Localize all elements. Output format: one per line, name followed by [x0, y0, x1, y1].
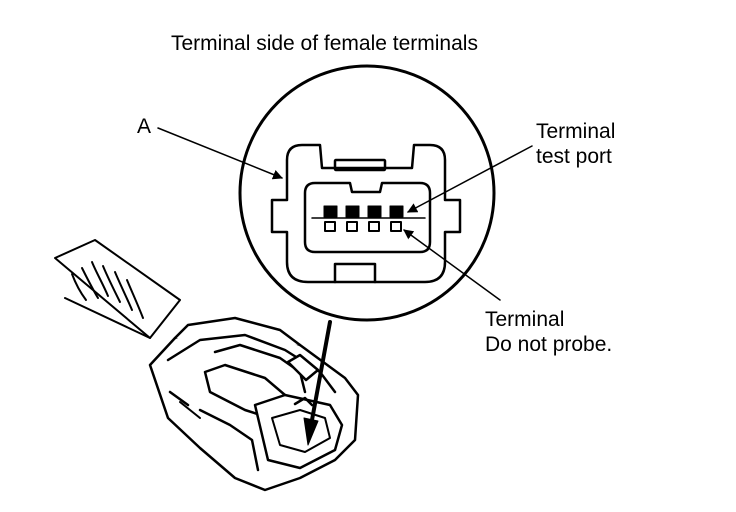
female-terminal-row — [324, 221, 402, 232]
test-port-label-line1: Terminal — [536, 120, 616, 143]
connector-body — [148, 316, 360, 492]
connector-face — [270, 143, 462, 284]
test-port-label-line2: test port — [536, 145, 612, 168]
do-not-probe-label-line1: Terminal — [485, 308, 565, 331]
diagram-title: Terminal side of female terminals — [171, 32, 478, 55]
wire-harness — [54, 239, 181, 339]
do-not-probe-label-line2: Do not probe. — [485, 333, 613, 356]
view-direction-arrow — [303, 320, 332, 446]
callout-a-label: A — [137, 115, 152, 138]
test-port-row — [323, 205, 404, 218]
do-not-probe-arrow — [403, 229, 501, 301]
callout-a-arrow — [157, 127, 283, 180]
test-port-arrow — [407, 145, 533, 213]
